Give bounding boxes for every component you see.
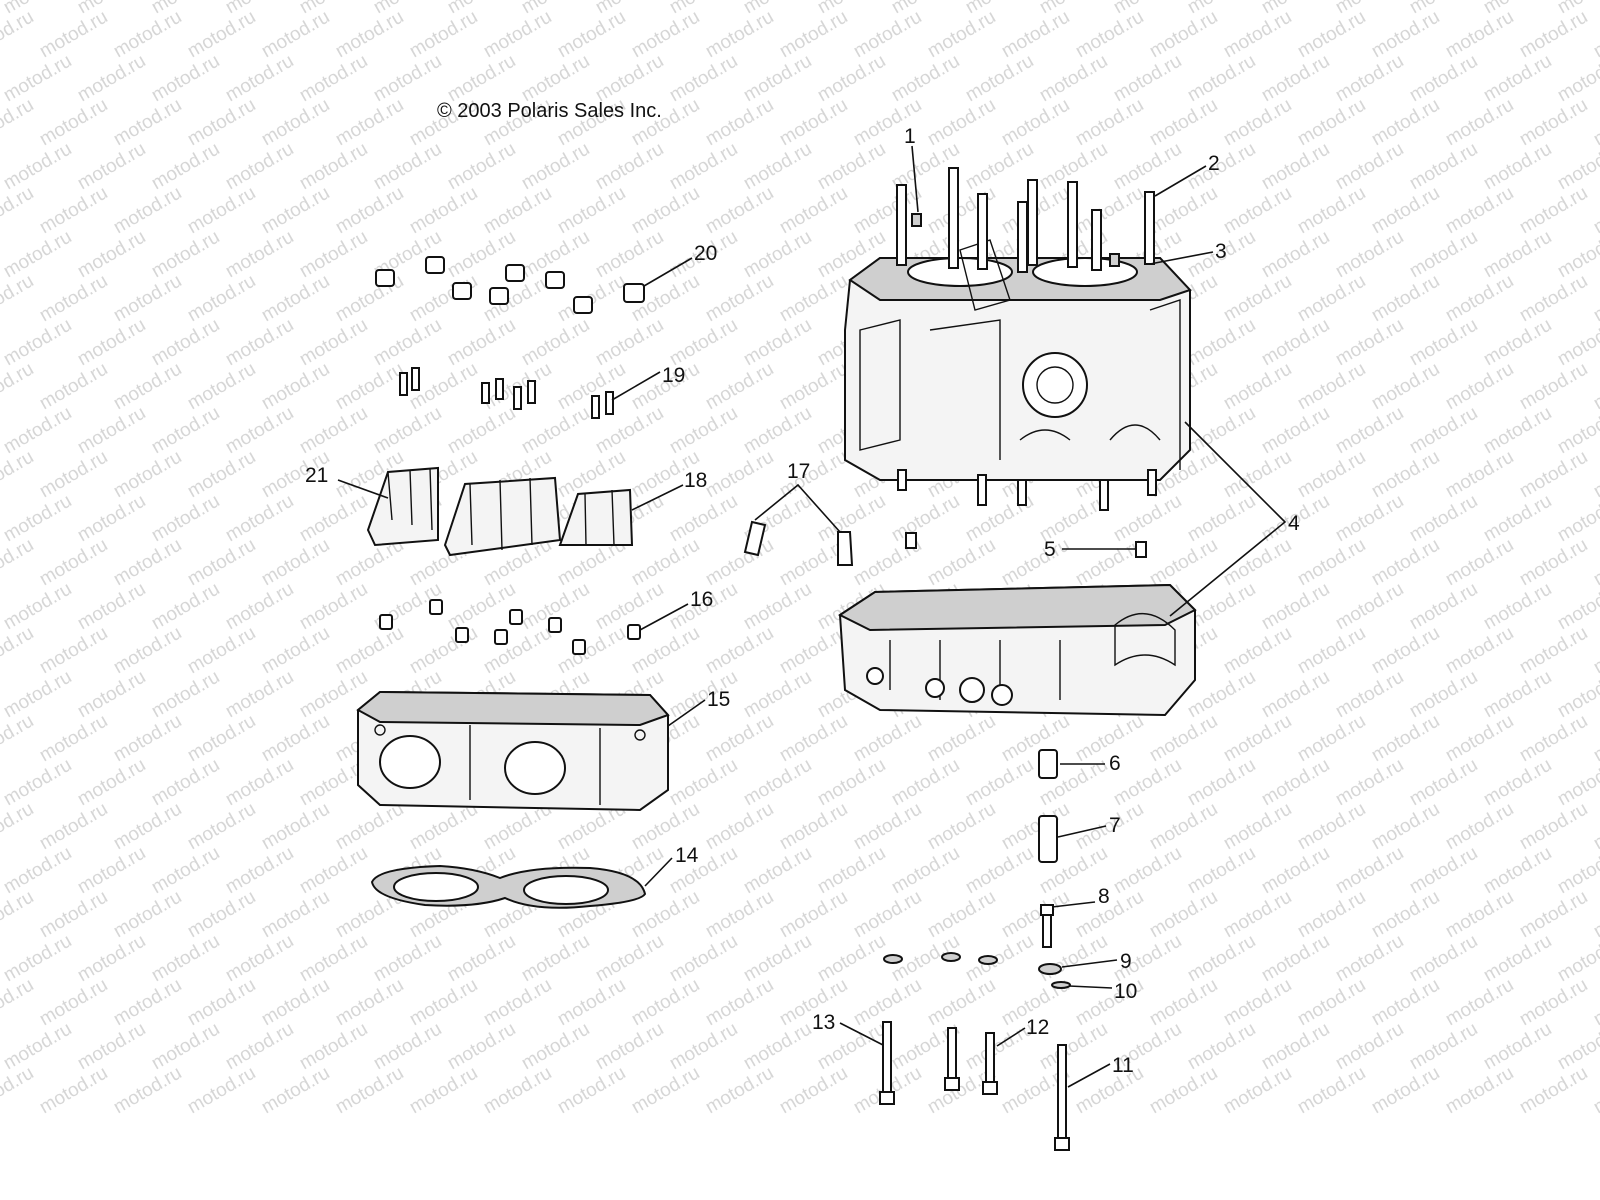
callout-labels: 1 2 3 4 5 6 7 8 9 10 11 12 13 14 15 16 1…: [305, 125, 1300, 1077]
lower-crankcase: [837, 583, 1197, 717]
callout-20: 20: [694, 242, 717, 265]
cylinder-head: [356, 690, 670, 812]
head-nuts: [375, 256, 645, 314]
long-bolts: [879, 1021, 1070, 1151]
callout-4: 4: [1288, 512, 1300, 535]
callout-3: 3: [1215, 240, 1227, 263]
block-lower-studs: [897, 469, 1157, 511]
dowel-pin: [905, 532, 917, 549]
callout-21: 21: [305, 464, 328, 487]
callout-12: 12: [1026, 1016, 1049, 1039]
callout-8: 8: [1098, 885, 1110, 908]
callout-16: 16: [690, 588, 713, 611]
copyright-notice: © 2003 Polaris Sales Inc.: [437, 100, 662, 122]
callout-13: 13: [812, 1011, 835, 1034]
leader-lines: [337, 145, 1287, 1088]
injector-sleeves: [743, 520, 854, 566]
callout-19: 19: [662, 364, 685, 387]
bushing: [1038, 749, 1058, 779]
callout-18: 18: [684, 469, 707, 492]
cylinder-block-upper-crankcase: [844, 239, 1192, 481]
callout-17: 17: [787, 460, 810, 483]
callout-9: 9: [1120, 950, 1132, 973]
rocker-arm-assemblies: [366, 466, 634, 557]
head-gasket: [370, 864, 647, 909]
bolt-short: [1040, 904, 1054, 948]
callout-5: 5: [1044, 538, 1056, 561]
cylinder-studs: [896, 167, 1155, 273]
callout-1: 1: [904, 125, 916, 148]
washers: [883, 952, 1071, 989]
sleeve: [1038, 815, 1058, 863]
callout-10: 10: [1114, 980, 1137, 1003]
callout-14: 14: [675, 844, 699, 867]
lifters: [379, 599, 641, 655]
rocker-screws: [399, 367, 614, 419]
callout-15: 15: [707, 688, 730, 711]
callout-2: 2: [1208, 152, 1220, 175]
dowel-pin: [1135, 541, 1147, 558]
callout-6: 6: [1109, 752, 1121, 775]
callout-7: 7: [1109, 814, 1121, 837]
callout-11: 11: [1112, 1054, 1134, 1077]
